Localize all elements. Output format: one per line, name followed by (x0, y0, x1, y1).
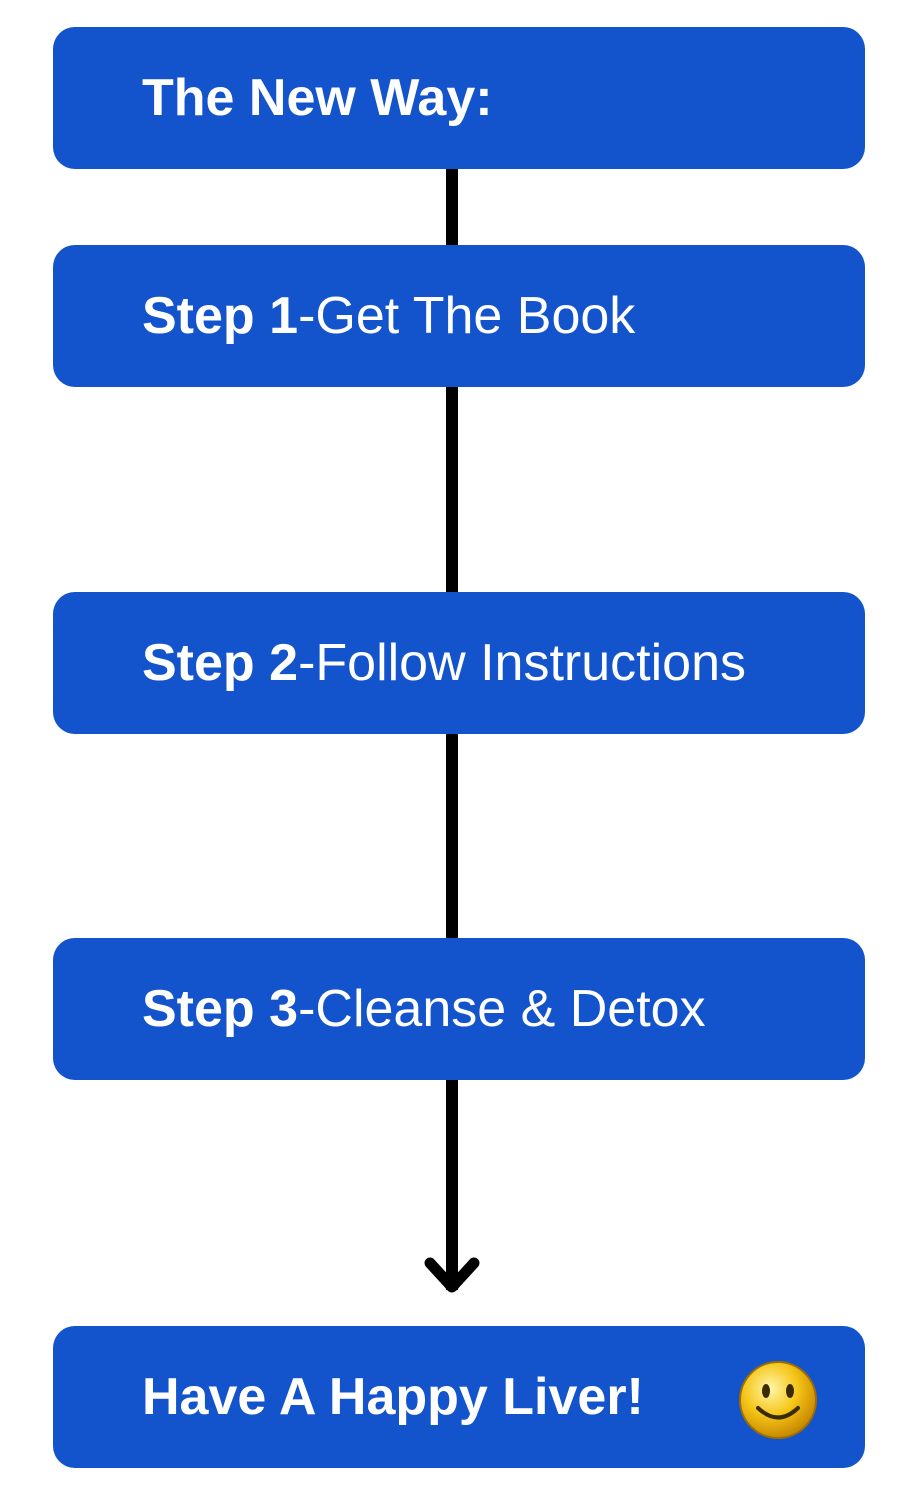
result-text: Have A Happy Liver! (142, 1368, 644, 1426)
connector-line-4 (446, 1079, 458, 1290)
result-box: Have A Happy Liver! (53, 1326, 865, 1468)
step-3-label: Step 3 (142, 980, 299, 1038)
step-3-separator: - (298, 980, 316, 1038)
connector-line-3 (446, 733, 458, 939)
step-1-box: Step 1 - Get The Book (53, 245, 865, 387)
step-1-label: Step 1 (142, 287, 299, 345)
header-box: The New Way: (53, 27, 865, 169)
step-2-label: Step 2 (142, 634, 299, 692)
step-2-separator: - (298, 634, 316, 692)
smiley-face-icon (739, 1361, 817, 1439)
connector-line-2 (446, 386, 458, 592)
step-2-text: Follow Instructions (315, 634, 746, 692)
step-1-separator: - (298, 287, 316, 345)
step-3-text: Cleanse & Detox (315, 980, 706, 1038)
arrow-down-icon (424, 1257, 480, 1293)
header-title: The New Way: (142, 69, 493, 127)
step-3-box: Step 3 - Cleanse & Detox (53, 938, 865, 1080)
step-1-text: Get The Book (315, 287, 636, 345)
step-2-box: Step 2 - Follow Instructions (53, 592, 865, 734)
connector-line-1 (446, 168, 458, 246)
